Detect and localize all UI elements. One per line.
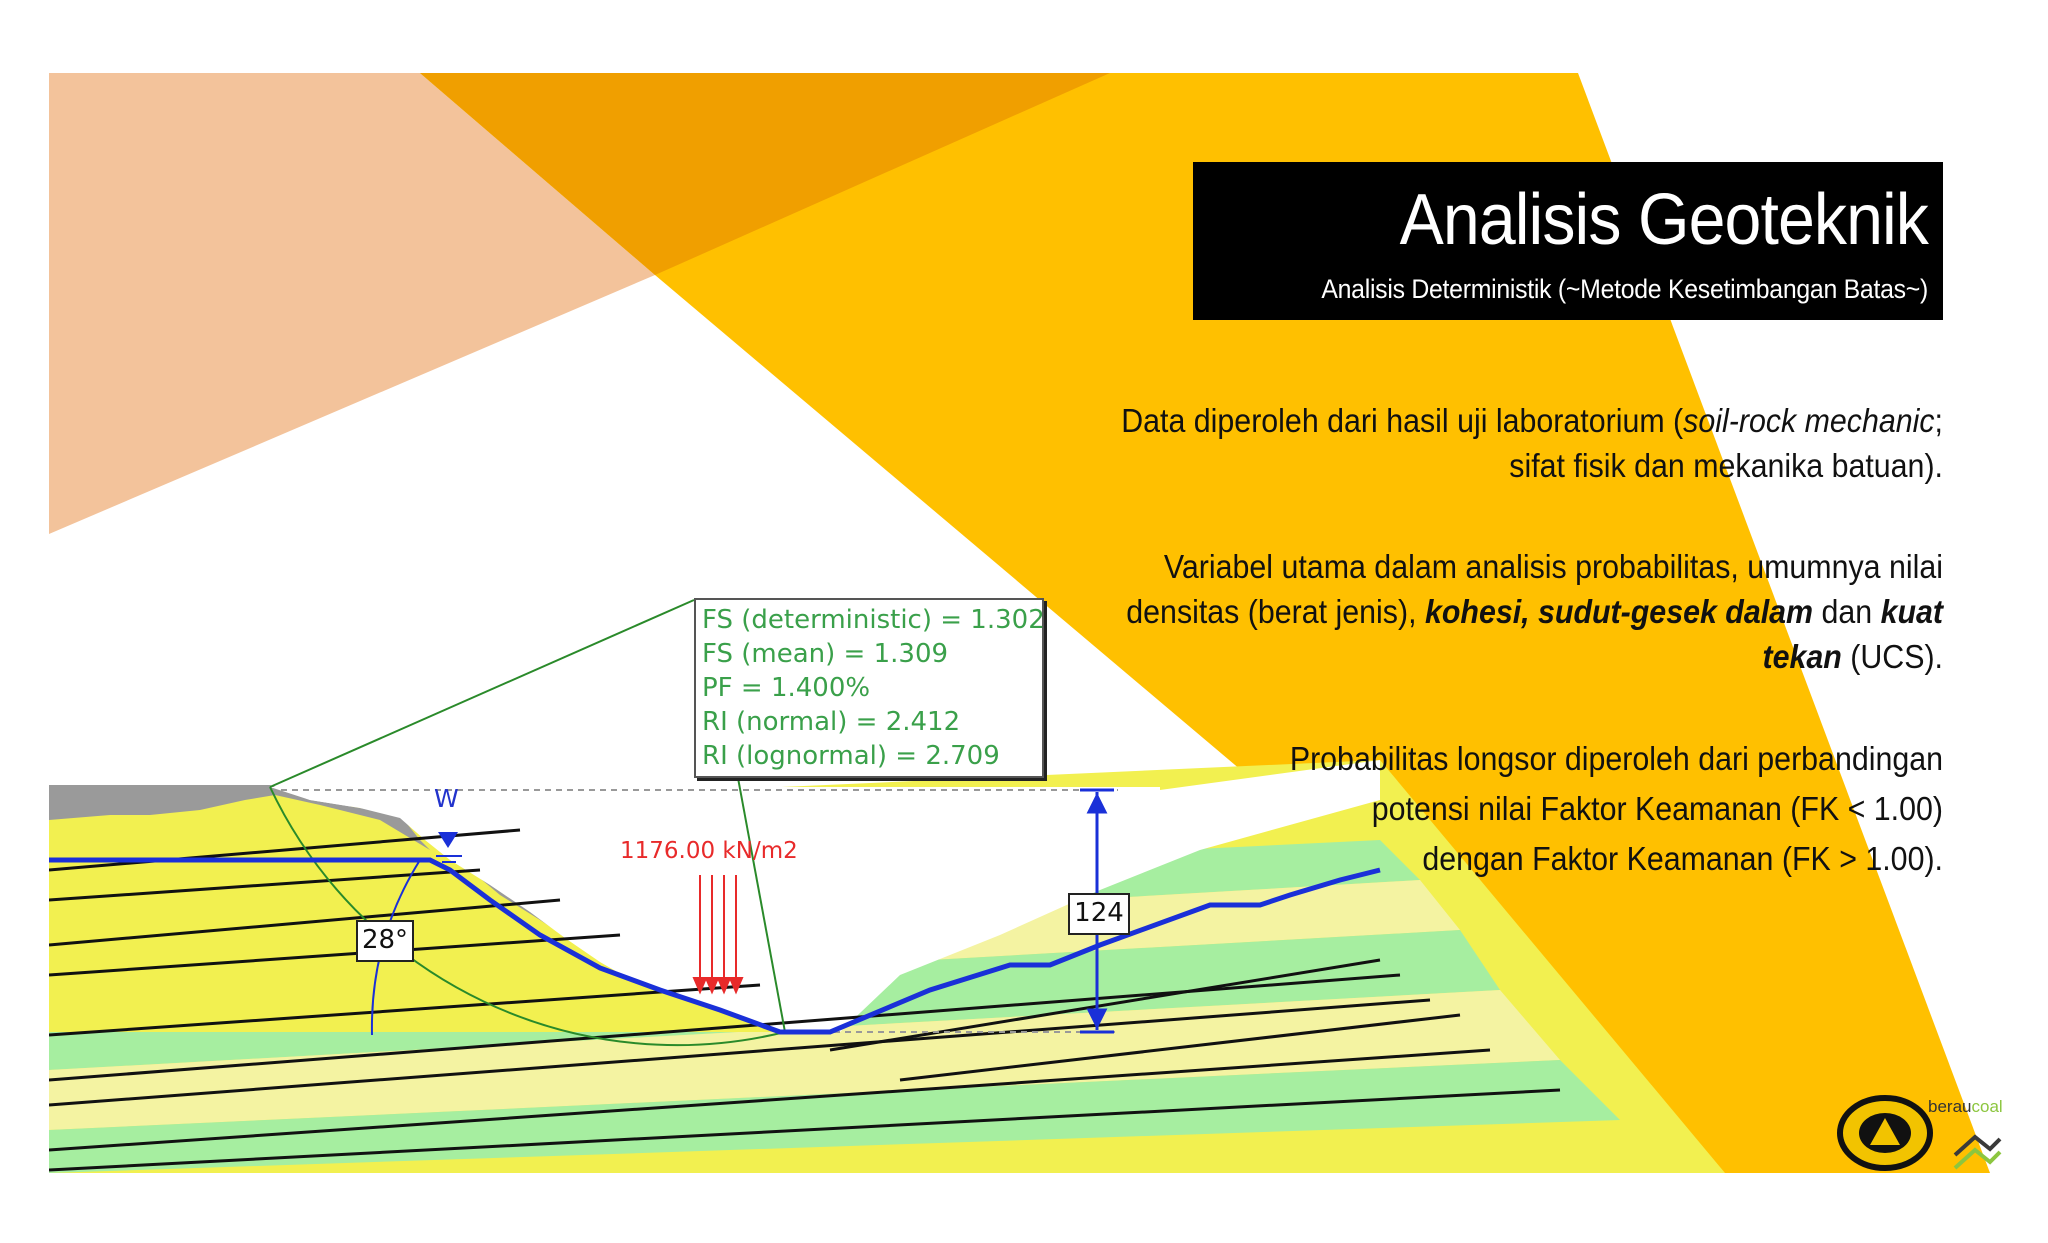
- p2-text-d: (UCS).: [1841, 638, 1943, 675]
- p2-text-c: dan: [1813, 593, 1881, 630]
- load-label: 1176.00 kN/m2: [620, 838, 798, 864]
- water-table-line: [49, 857, 1381, 1035]
- result-pf: PF = 1.400%: [702, 673, 871, 703]
- coal-text: coal: [1971, 1097, 2003, 1116]
- results-box: FS (deterministic) = 1.302 FS (mean) = 1…: [694, 598, 1045, 778]
- orange-triangle: [420, 73, 1110, 275]
- p3-text-c: dengan Faktor Keamanan (FK > 1.00).: [1422, 840, 1943, 877]
- distributed-load-icon: [692, 875, 744, 995]
- slip-circle: [269, 786, 786, 1047]
- strata-lines: [49, 828, 1561, 1172]
- height-label: 124: [1068, 893, 1130, 935]
- p3-text-b: potensi nilai Faktor Keamanan (FK < 1.00…: [1371, 790, 1943, 827]
- p2-bold-3: tekan: [1762, 638, 1842, 675]
- radius-line-left: [269, 599, 695, 788]
- paragraph-data-source: Data diperoleh dari hasil uji laboratori…: [1115, 398, 1943, 488]
- p1-text-b: ;: [1934, 402, 1943, 439]
- water-marker-icon: [438, 832, 458, 848]
- result-ri-lognormal: RI (lognormal) = 2.709: [702, 741, 1000, 771]
- paragraph-probability: Probabilitas longsor diperoleh dari perb…: [1115, 734, 1943, 884]
- slope-section: [49, 599, 1725, 1173]
- result-ri-normal: RI (normal) = 2.412: [702, 707, 961, 737]
- p2-bold: kohesi, sudut-gesek dalam: [1424, 593, 1814, 630]
- ministry-emblem-icon: [1837, 1095, 1933, 1171]
- angle-label: 28°: [356, 920, 414, 962]
- title-box: Analisis Geoteknik Analisis Deterministi…: [1193, 162, 1943, 320]
- result-fs-mean: FS (mean) = 1.309: [702, 639, 949, 669]
- water-label: W: [434, 784, 459, 813]
- p3-text-a: Probabilitas longsor diperoleh dari perb…: [1289, 740, 1943, 777]
- beraucoal-wordmark: beraucoal: [1928, 1097, 2003, 1117]
- p1-text-a: Data diperoleh dari hasil uji laboratori…: [1121, 402, 1684, 439]
- berau-text: berau: [1928, 1097, 1972, 1116]
- paragraph-main-variables: Variabel utama dalam analisis probabilit…: [1115, 544, 1943, 679]
- page-title: Analisis Geoteknik: [1399, 180, 1929, 260]
- result-fs-deterministic: FS (deterministic) = 1.302: [702, 605, 1045, 635]
- radius-line-right: [737, 777, 786, 1033]
- p2-text-b: densitas (berat jenis),: [1126, 593, 1425, 630]
- peach-triangle: [49, 73, 655, 534]
- excavation-void: [270, 760, 1380, 1032]
- p2-text-a: Variabel utama dalam analisis probabilit…: [1163, 548, 1943, 585]
- soil-green-band-3: [49, 1060, 1620, 1173]
- beraucoal-logo-icon: [1953, 1134, 2002, 1170]
- page-subtitle: Analisis Deterministik (~Metode Kesetimb…: [1321, 274, 1928, 304]
- yellow-band: [420, 73, 1990, 1173]
- p1-italic: soil-rock mechanic: [1683, 402, 1935, 439]
- p2-bold-2: kuat: [1880, 593, 1943, 630]
- soil-pale-band-2: [49, 990, 1560, 1130]
- p1-text-c: sifat fisik dan mekanika batuan).: [1509, 447, 1943, 484]
